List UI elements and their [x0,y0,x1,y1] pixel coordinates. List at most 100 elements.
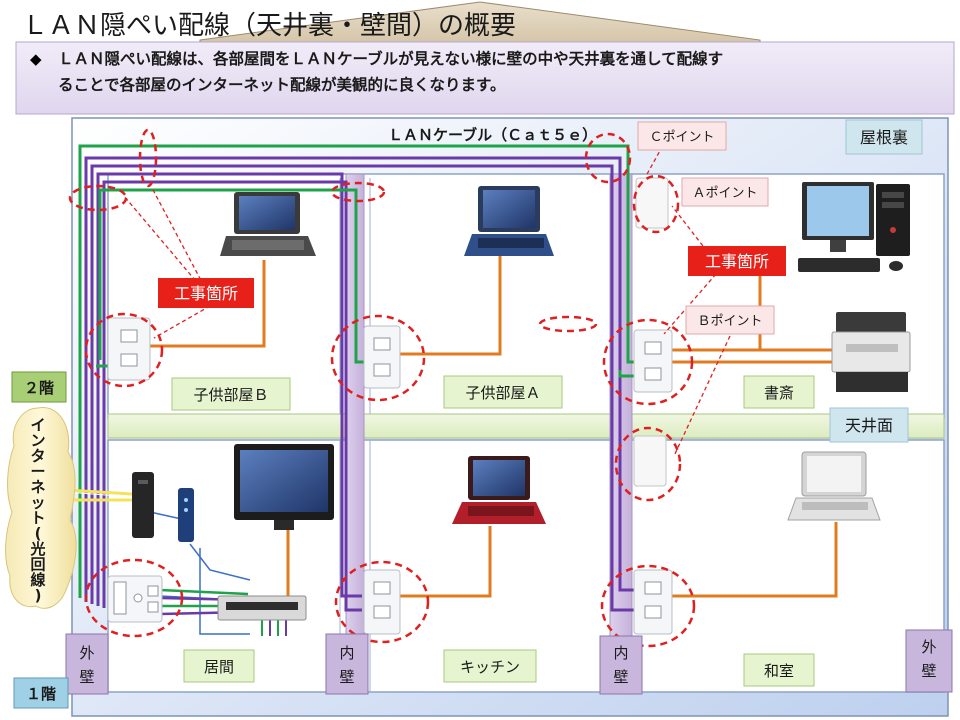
point-b-box [685,305,775,335]
internet-label-char: イ [30,416,45,434]
summary-box [15,41,955,115]
cable-green-2 [98,188,372,364]
floor-2-label: ２階 [24,379,54,397]
cable-purple-3 [96,172,362,606]
cable-label: ＬＡＮケーブル（Ｃａｔ５ｅ） [388,126,597,144]
wall-outer-left-2: 壁 [79,668,94,686]
room-kitchen-box [443,649,537,683]
junction-box-a [635,177,669,229]
laptop-kids-a [464,186,554,256]
summary-line-1: ＬＡＮ隠ぺい配線は、各部屋間をＬＡＮケーブルが見えない様に壁の中や天井裏を通して… [58,49,723,68]
fiber-line-3 [65,491,133,498]
room-kids-a-box [443,375,563,409]
internet-label: インターネット(光回線) [29,416,45,605]
cable-purple-1 [84,156,640,602]
outlet-kids-a [363,325,401,389]
construction-markers [68,128,696,648]
cable-green-4 [618,370,640,378]
room-kids-b-box [171,377,291,411]
pointer-arrows [123,139,731,457]
router [132,472,154,538]
internet-label-char: ッ [30,494,45,512]
room-washitsu-box [743,653,815,687]
internet-label-char: ー [30,463,45,481]
floor-2-box [11,371,67,403]
wall-inner-2-1: 内 [613,644,628,662]
wall-inner-2-2: 壁 [613,668,628,686]
summary-bullet: ◆ [30,50,42,68]
internet-label-char: ( [35,525,42,543]
floor-1-box [13,677,69,709]
room-washitsu-label: 和室 [764,662,794,680]
room-kids-b-label: 子供部屋Ｂ [193,386,268,404]
wall-inner-1-box [325,633,369,695]
wall-inner-2-box [599,635,643,695]
room-kids-a-label: 子供部屋Ａ [465,384,540,402]
point-a-label: Ａポイント [692,186,757,201]
ceiling-box [829,407,909,443]
printer-study [831,312,911,392]
switching-hub [217,595,307,621]
wall-outer-left-1: 外 [79,644,94,662]
attic-label: 屋根裏 [860,128,908,147]
desktop-pc-study [798,182,910,272]
point-c-label: Ｃポイント [649,130,714,145]
internet-label-char: ト [30,509,45,527]
construction-right-label: 工事箇所 [705,252,769,271]
laptop-washitsu [787,451,881,521]
cable-purple-4 [102,180,362,612]
wall-outer-left-box [65,633,109,695]
ceiling-label: 天井面 [845,416,893,435]
construction-right-box [688,246,786,276]
internet-label-char: ン [30,432,45,450]
room-study-label: 書斎 [764,384,794,402]
attic-box [845,119,923,155]
wall-outer-right-box [905,629,953,693]
cable-orange-kids-b [148,260,266,348]
junction-box-b [633,435,667,487]
floor-1-label: １階 [26,685,56,703]
outlet-living [107,575,163,623]
outlet-study [633,329,673,393]
hub-link-2 [199,548,250,635]
cable-orange-washitsu [672,522,838,598]
hub-link-1 [189,543,251,581]
summary-line-2: ることで各部屋のインターネット配線が美観的に良くなります。 [58,75,506,94]
wall-outer-right-1: 外 [921,638,936,656]
cable-orange-kitchen [400,526,492,598]
point-c-box [637,121,727,151]
point-a-box [681,177,769,207]
room-study-box [743,375,815,409]
fiber-line-1 [65,488,133,496]
cable-orange-kids-a [400,254,502,356]
internet-label-char: タ [30,447,45,465]
construction-left-box [158,278,254,308]
wall-outer-right-2: 壁 [921,662,936,680]
internet-label-char: 線 [30,571,45,589]
outlet-kids-b [107,317,151,381]
ceiling-band [107,413,945,439]
television [234,444,334,530]
room-living-label: 居間 [204,658,234,676]
laptop-kids-b [220,192,316,256]
construction-left-label: 工事箇所 [174,284,238,303]
internet-label-char: 回 [30,556,45,574]
point-b-label: Ｂポイント [697,314,762,329]
outlet-washitsu [633,569,673,635]
internet-cloud [5,407,77,609]
room-kitchen-label: キッチン [460,658,520,676]
cable-purple-2 [90,164,636,612]
cable-green-1 [78,144,640,598]
wall-inner-1-1: 内 [339,644,354,662]
internet-label-char: ) [35,587,42,605]
outlet-kitchen [363,569,401,635]
onu-device [178,488,194,542]
laptop-kitchen [452,456,546,524]
internet-label-char: 光 [29,540,45,558]
page-title: ＬＡＮ隠ぺい配線（天井裏・壁間）の概要 [22,11,516,41]
room-living-box [183,649,255,683]
wall-inner-1-2: 壁 [339,668,354,686]
internet-label-char: ネ [30,478,45,496]
